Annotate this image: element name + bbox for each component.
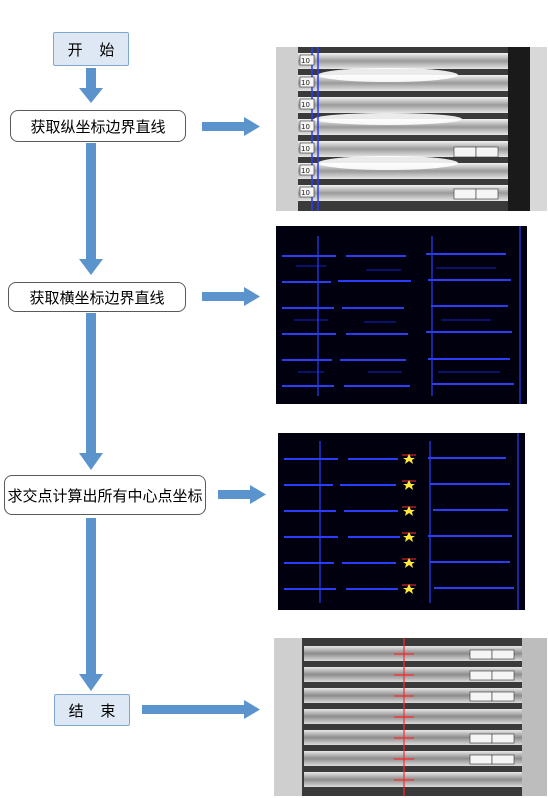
end-terminal: 结 束 — [54, 694, 130, 726]
arrow-step1-to-step2 — [79, 143, 103, 275]
reel-label: 10 — [301, 79, 310, 87]
arrow-end-to-image4 — [142, 700, 260, 719]
arrow-step2-to-image2 — [202, 287, 260, 306]
result-photo-with-red-center-line — [274, 638, 547, 796]
edge-image-with-yellow-center-points — [278, 433, 525, 610]
grayscale-photo-of-stacked-reels: 10 10 10 10 10 10 10 — [276, 47, 547, 211]
reel-label: 10 — [301, 145, 310, 153]
arrow-step2-to-step3 — [79, 313, 103, 470]
step-compute-center-points: 求交点计算出所有中心点坐标 — [4, 475, 206, 515]
step2-label: 获取横坐标边界直线 — [29, 288, 165, 307]
center-point-markers — [403, 454, 415, 594]
arrow-step1-to-image1 — [202, 117, 260, 136]
step-get-horizontal-boundary-lines: 获取横坐标边界直线 — [8, 282, 186, 312]
reel-label: 10 — [301, 167, 310, 175]
arrow-step3-to-image3 — [218, 485, 266, 504]
arrow-start-to-step1 — [79, 68, 103, 103]
start-label: 开 始 — [67, 40, 121, 59]
end-label: 结 束 — [68, 701, 122, 720]
reel-label: 10 — [301, 57, 310, 65]
reel-label: 10 — [301, 123, 310, 131]
start-terminal: 开 始 — [53, 32, 129, 66]
step3-label: 求交点计算出所有中心点坐标 — [7, 486, 203, 505]
step1-label: 获取纵坐标边界直线 — [30, 117, 166, 136]
arrow-step3-to-end — [79, 518, 103, 691]
blue-edge-detection-image — [276, 226, 527, 404]
step-get-vertical-boundary-lines: 获取纵坐标边界直线 — [10, 110, 186, 142]
reel-label: 10 — [301, 101, 310, 109]
reel-label: 10 — [301, 189, 310, 197]
